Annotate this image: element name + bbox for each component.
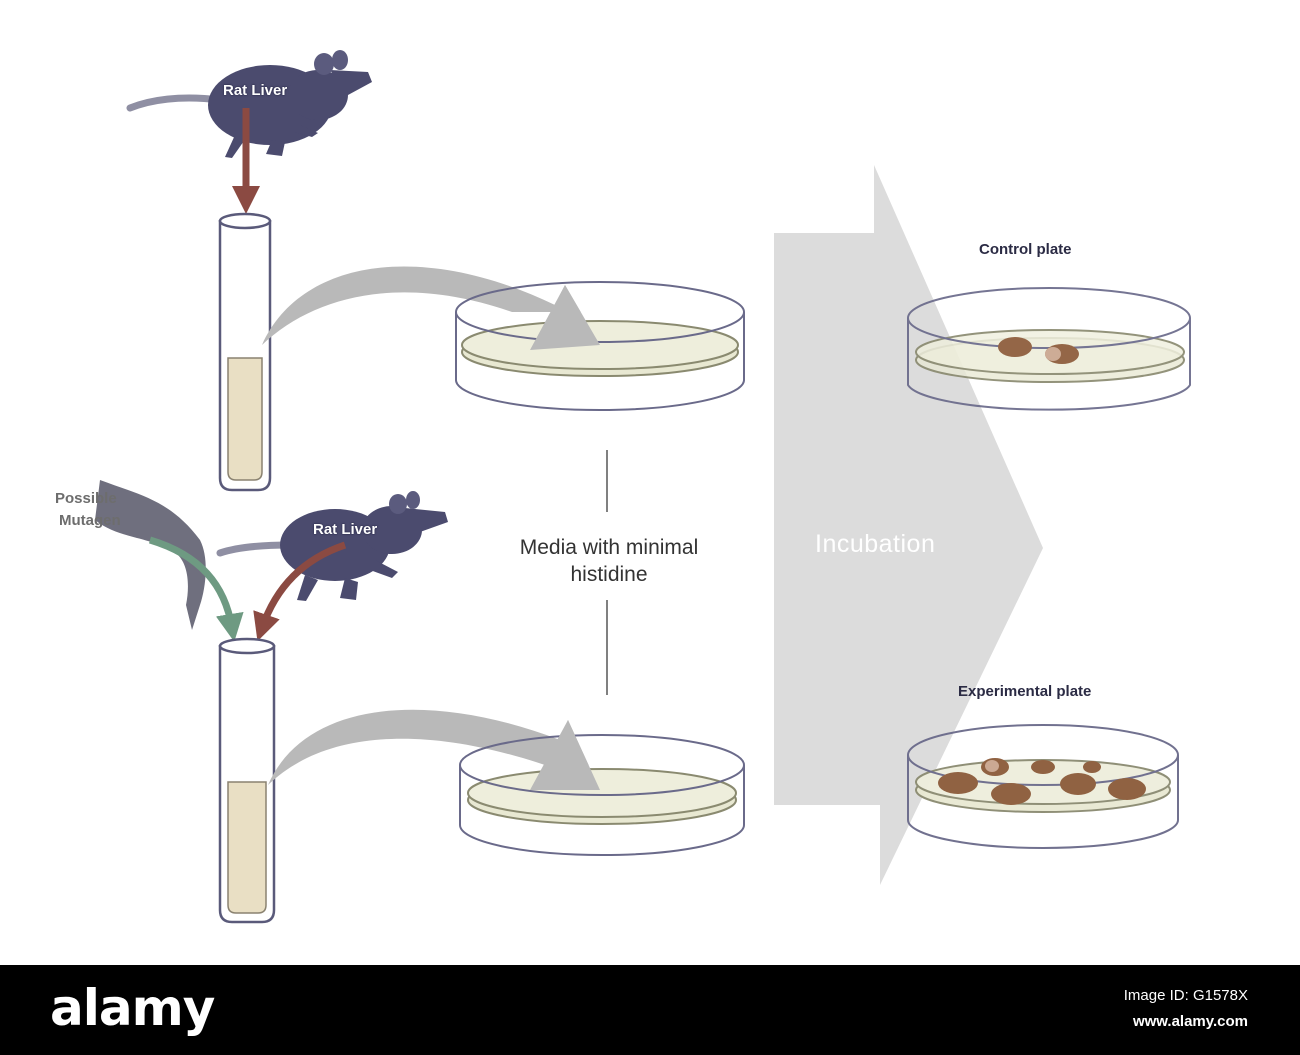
liver-arrow-bottom [253, 541, 347, 642]
brand-logo: alamy [50, 979, 215, 1037]
colony [938, 772, 978, 794]
control-plate-title: Control plate [979, 241, 1072, 258]
colony [1108, 778, 1146, 800]
diagram-canvas [95, 50, 1191, 924]
media-label: Media with minimal histidine [490, 532, 728, 590]
test-tube-bottom [218, 637, 276, 924]
rat-liver-label-top: Rat Liver [223, 82, 288, 99]
colony [998, 337, 1032, 357]
transfer-arrow-bottom [268, 709, 600, 790]
rat-icon-top [126, 50, 372, 158]
ames-test-diagram: Rat Liver Rat Liver Possible Mutagen Med… [55, 50, 1191, 924]
incubation-label: Incubation [815, 530, 936, 558]
mutagen-arrow [148, 536, 244, 642]
image-id-text: Image ID: G1578X [1123, 987, 1248, 1004]
transfer-arrow-top-head [530, 285, 600, 350]
incubation-arrow [774, 165, 1043, 885]
colony [991, 783, 1031, 805]
footer-bar: alamy Image ID: G1578X www.alamy.com [0, 965, 1300, 1055]
media-label-line1: Media with minimal [519, 536, 699, 559]
petri-dish-top [455, 281, 745, 411]
control-plate-dish [907, 287, 1191, 411]
possible-mutagen-label: Possible Mutagen [55, 488, 121, 532]
transfer-arrow-bottom-head [530, 720, 600, 790]
colony [1083, 761, 1101, 773]
experimental-plate-dish [907, 724, 1179, 849]
possible-label: Possible [55, 490, 117, 507]
colony [1031, 760, 1055, 774]
media-label-line2: histidine [570, 563, 648, 586]
mutagen-icon [95, 480, 206, 630]
petri-dish-bottom [459, 734, 745, 856]
site-url-text: www.alamy.com [1132, 1013, 1248, 1030]
transfer-arrow-top [262, 266, 600, 350]
colony [1060, 773, 1096, 795]
test-tube-top [218, 212, 272, 492]
mutagen-label: Mutagen [59, 512, 121, 529]
rat-liver-label-bottom: Rat Liver [313, 521, 378, 538]
experimental-plate-title: Experimental plate [958, 683, 1092, 700]
